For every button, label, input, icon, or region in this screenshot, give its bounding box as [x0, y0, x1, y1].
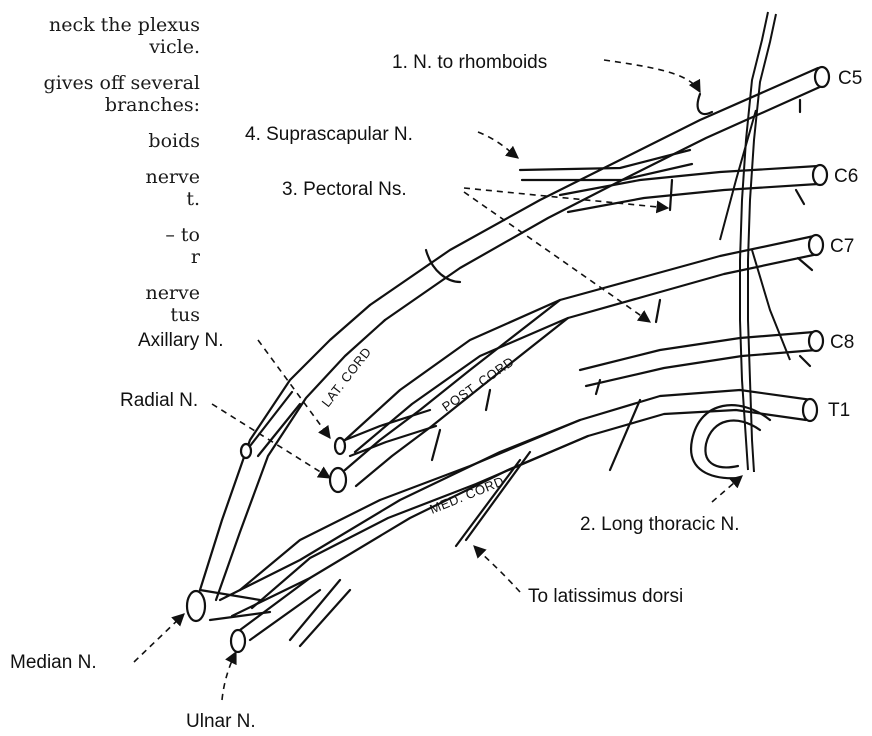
leader-suprascapular — [478, 132, 518, 158]
label-pectoral: 3. Pectoral Ns. — [282, 179, 407, 200]
label-rhomboids: 1. N. to rhomboids — [392, 52, 547, 73]
medial-cord — [240, 420, 588, 608]
root-c8 — [580, 331, 823, 386]
root-c6 — [560, 165, 827, 212]
label-median: Median N. — [10, 652, 97, 673]
leader-long-thoracic — [712, 476, 742, 502]
root-label-c8: C8 — [830, 332, 854, 353]
side-branches — [426, 94, 812, 546]
root-t1 — [220, 390, 817, 616]
root-c5 — [370, 67, 829, 320]
root-label-c7: C7 — [830, 236, 854, 257]
long-thoracic-nerve — [691, 405, 770, 478]
root-label-c6: C6 — [834, 166, 858, 187]
label-suprascapular: 4. Suprascapular N. — [245, 124, 413, 145]
sympathetic-chain — [720, 12, 790, 472]
leader-ulnar — [222, 652, 236, 700]
leader-pectoral-1 — [464, 188, 668, 208]
label-long-thoracic: 2. Long thoracic N. — [580, 514, 739, 535]
root-label-c5: C5 — [838, 68, 862, 89]
leader-median — [134, 614, 184, 662]
root-label-t1: T1 — [828, 400, 850, 421]
label-latissimus: To latissimus dorsi — [528, 586, 683, 607]
label-ulnar: Ulnar N. — [186, 711, 256, 732]
label-axillary: Axillary N. — [138, 330, 224, 351]
leader-latissimus — [474, 546, 520, 592]
leader-rhomboids — [604, 60, 700, 92]
label-radial: Radial N. — [120, 390, 198, 411]
